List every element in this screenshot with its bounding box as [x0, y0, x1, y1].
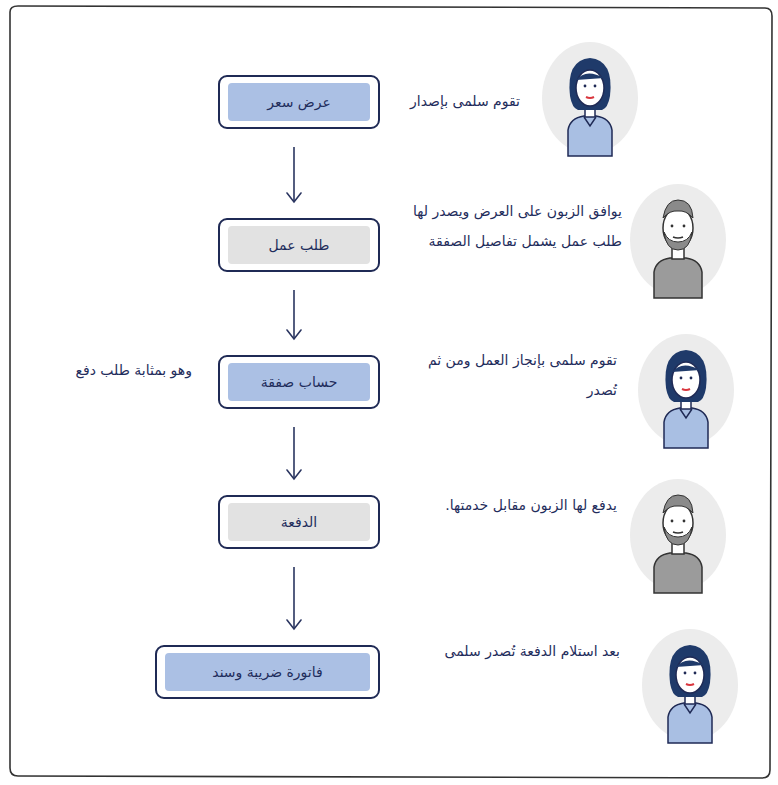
woman-figure — [642, 629, 738, 743]
box-label: عرض سعر — [228, 83, 370, 121]
box-label: فاتورة ضريبة وسند — [165, 653, 370, 691]
frame — [10, 6, 772, 778]
flow-arrow — [287, 427, 301, 479]
note-text: تقوم سلمى بإصدار — [370, 86, 520, 116]
arrow-head — [287, 470, 301, 479]
arrow-head — [287, 330, 301, 339]
process-box: الدفعة — [218, 495, 380, 549]
box-label: طلب عمل — [228, 226, 370, 264]
box-label: الدفعة — [228, 503, 370, 541]
man-figure — [630, 479, 726, 593]
arrow-line — [293, 290, 295, 339]
note-text: يدفع لها الزبون مقابل خدمتها. — [397, 490, 617, 520]
note-text: تقوم سلمى بإنجاز العمل ومن ثم تُصدر — [397, 345, 617, 405]
man-figure — [630, 184, 726, 298]
arrow-line — [293, 147, 295, 202]
arrow-line — [293, 427, 295, 479]
flow-arrow — [287, 290, 301, 339]
process-box: حساب صفقة — [218, 355, 380, 409]
process-box: فاتورة ضريبة وسند — [155, 645, 380, 699]
process-box: طلب عمل — [218, 218, 380, 272]
process-box: عرض سعر — [218, 75, 380, 129]
note-text: وهو بمثابة طلب دفع — [42, 355, 192, 385]
note-text: بعد استلام الدفعة تُصدر سلمى — [390, 636, 620, 666]
box-label: حساب صفقة — [228, 363, 370, 401]
flow-arrow — [287, 567, 301, 629]
arrow-line — [293, 567, 295, 629]
arrow-head — [287, 193, 301, 202]
woman-figure — [542, 42, 638, 156]
woman-figure — [638, 334, 734, 448]
note-text: يوافق الزبون على العرض ويصدر لها طلب عمل… — [382, 196, 622, 256]
flow-arrow — [287, 147, 301, 202]
arrow-head — [287, 620, 301, 629]
